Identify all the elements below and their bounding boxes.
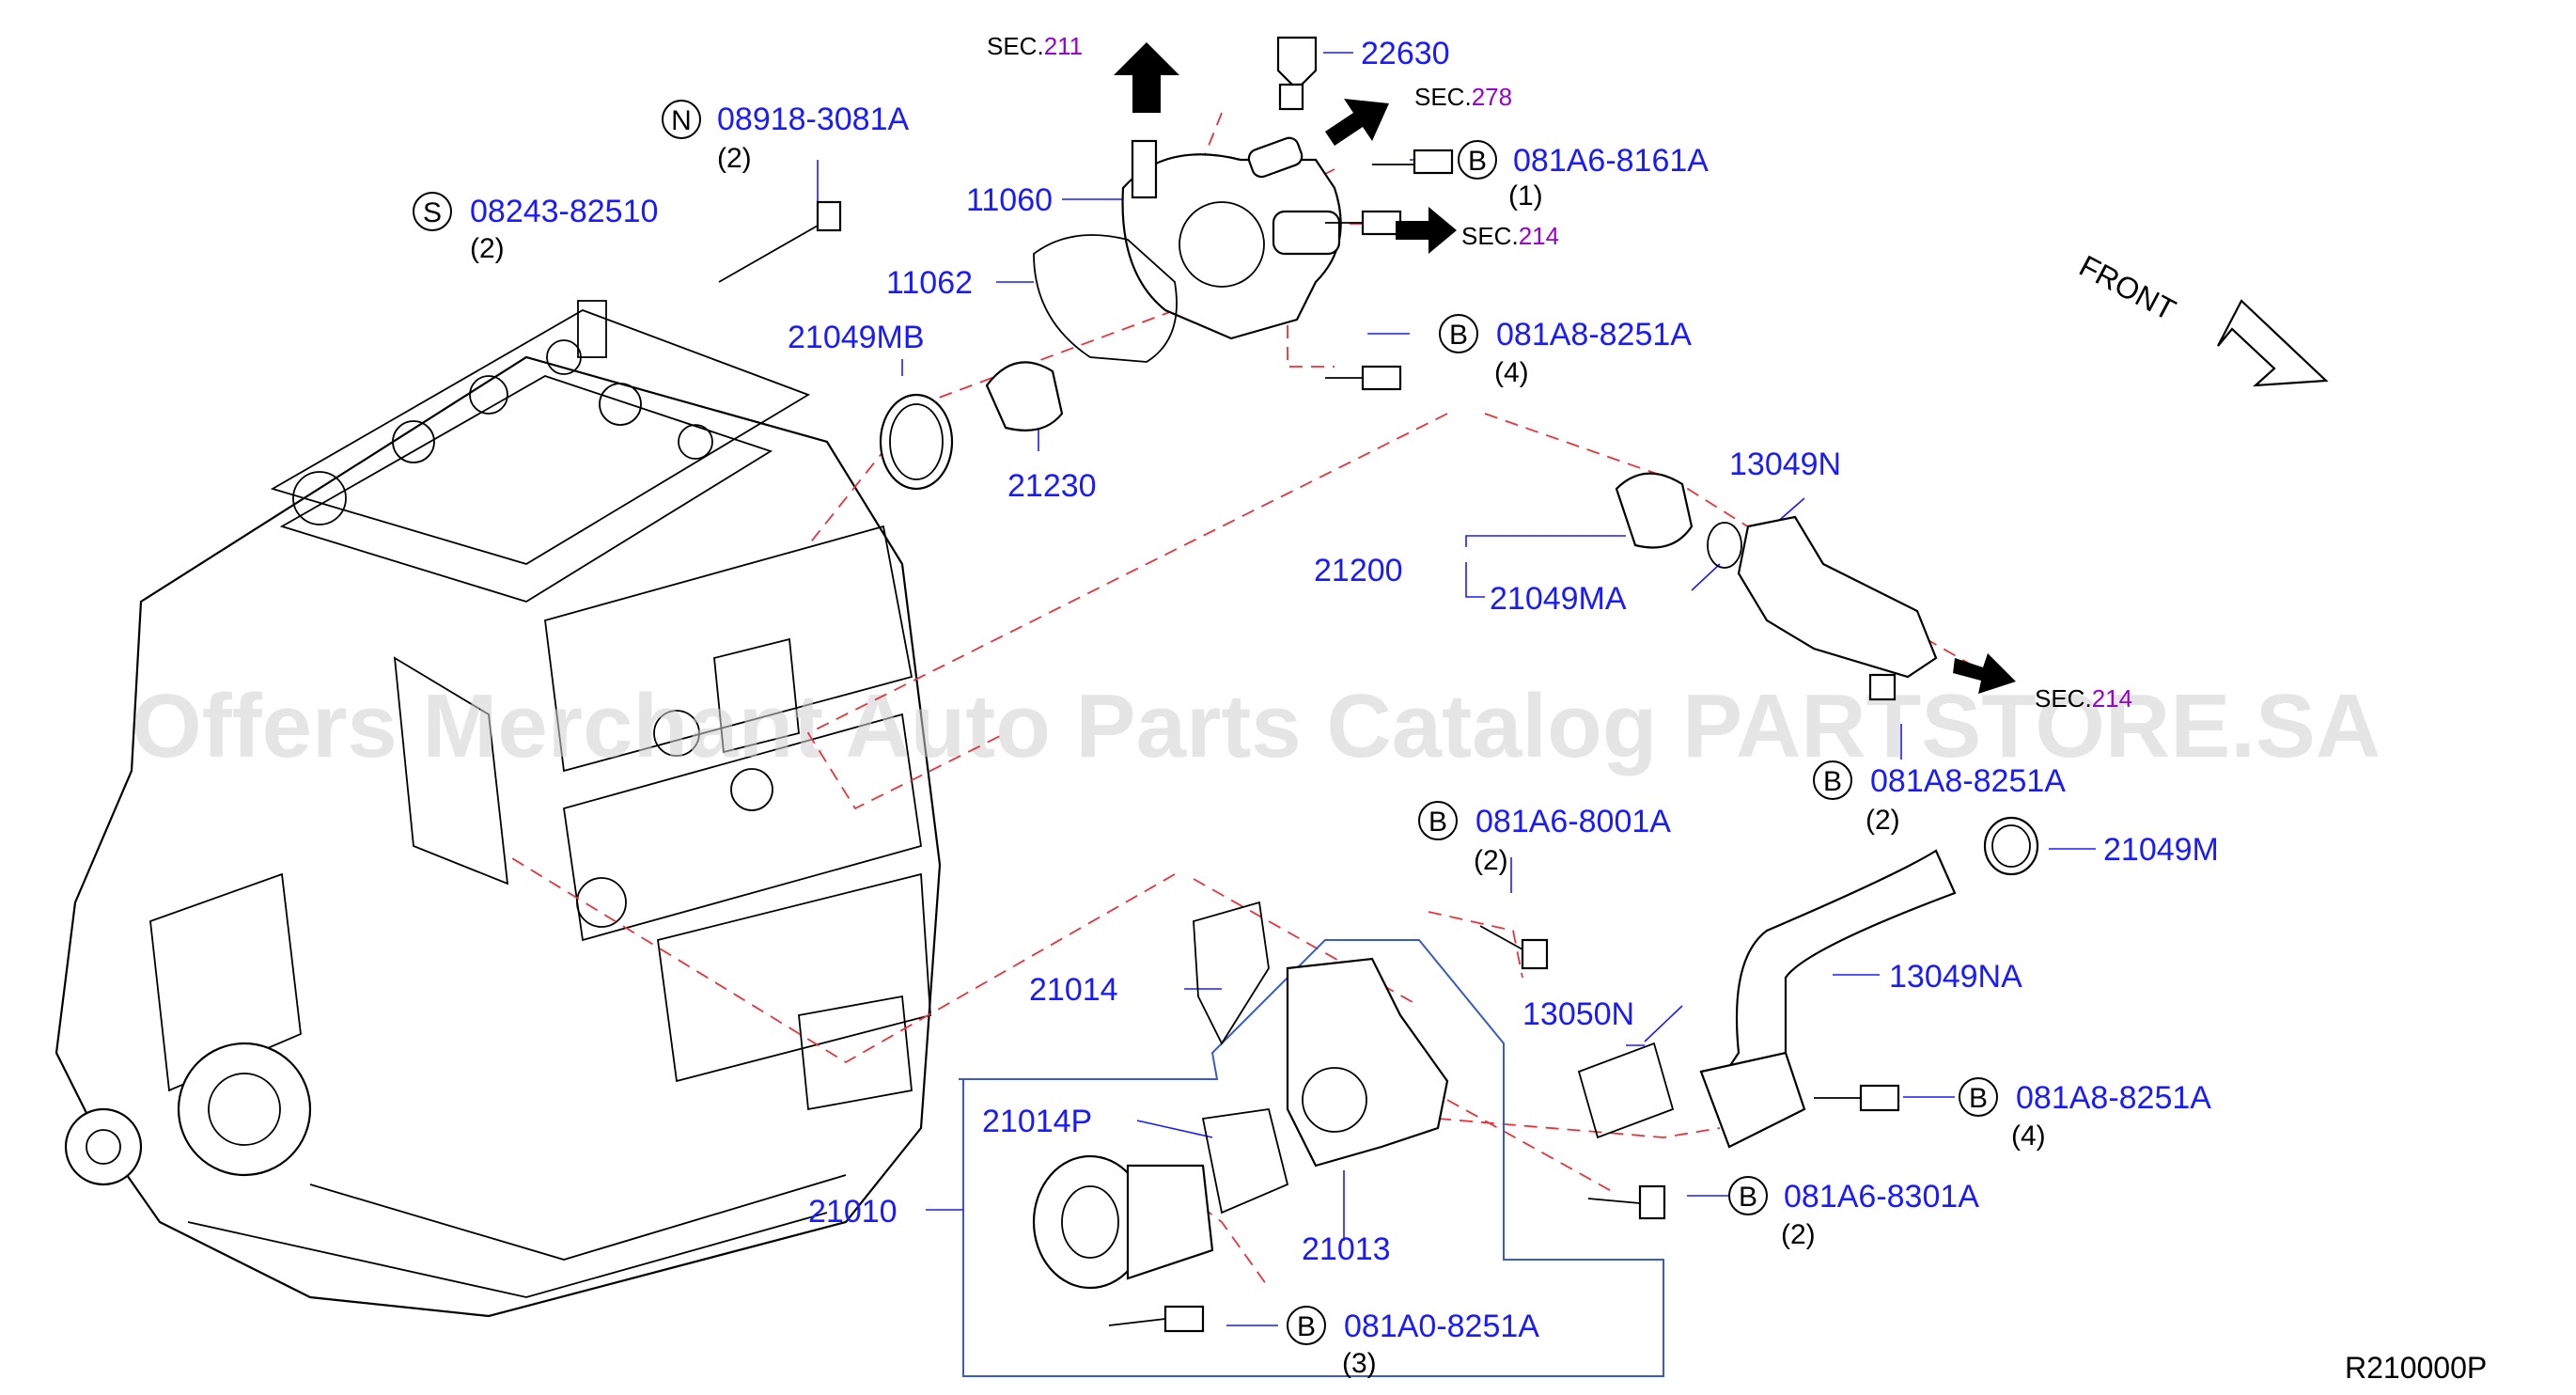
sec-214-label[interactable]: SEC.214 <box>1461 222 1559 250</box>
part-label-081A6-8001A[interactable]: 081A6-8001A <box>1475 804 1671 839</box>
qty-081A0-8251A: (3) <box>1342 1348 1377 1379</box>
arrow-downright-icon <box>1953 653 2016 694</box>
circle-b-icon <box>1418 801 1458 840</box>
section-arrows <box>1114 42 2016 694</box>
circle-b-icon <box>1813 760 1852 800</box>
leader-lines <box>817 52 2096 1377</box>
part-label-21014[interactable]: 21014 <box>1029 972 1118 1008</box>
circle-s-icon <box>413 192 452 231</box>
diagram-code: R210000P <box>2345 1351 2487 1385</box>
qty-08918-3081A: (2) <box>717 143 752 174</box>
engine-block-illustration <box>55 300 942 1318</box>
part-label-08918-3081A[interactable]: 08918-3081A <box>717 102 910 137</box>
qty-081A6-8001A: (2) <box>1474 845 1508 876</box>
circle-n-letter: N <box>671 105 692 136</box>
circle-b-letter: B <box>1969 1083 1988 1114</box>
part-label-081A6-8161A[interactable]: 081A6-8161A <box>1513 143 1709 179</box>
part-label-21014P[interactable]: 21014P <box>982 1104 1092 1139</box>
circle-b-letter: B <box>1429 807 1447 838</box>
part-label-11060[interactable]: 11060 <box>966 182 1053 218</box>
part-label-11062[interactable]: 11062 <box>886 265 973 301</box>
part-label-21049M[interactable]: 21049M <box>2103 832 2219 868</box>
part-label-13049N[interactable]: 13049N <box>1729 447 1841 482</box>
arrow-up-icon <box>1114 42 1179 113</box>
qty-081A8-8251A-mid: (2) <box>1866 805 1900 836</box>
circle-b-icon <box>1458 140 1497 180</box>
parts-illustrations <box>718 36 2039 1333</box>
circle-b-icon <box>1728 1176 1768 1215</box>
sec-214b-label[interactable]: SEC.214 <box>2035 684 2132 713</box>
circle-n-icon <box>662 100 701 139</box>
circle-b-letter: B <box>1297 1311 1316 1342</box>
part-label-081A8-8251A-top[interactable]: 081A8-8251A <box>1496 317 1692 353</box>
qty-081A8-8251A-low: (4) <box>2011 1121 2046 1152</box>
arrow-upright-icon <box>1325 99 1389 146</box>
part-label-13050N[interactable]: 13050N <box>1522 996 1634 1032</box>
sec-211-label[interactable]: SEC.211 <box>987 32 1083 60</box>
sec-278-label[interactable]: SEC.278 <box>1414 83 1512 111</box>
qty-08243-82510: (2) <box>470 233 505 264</box>
qty-081A6-8301A: (2) <box>1781 1219 1816 1250</box>
front-direction-indicator: FRONT <box>2074 248 2329 387</box>
part-label-081A6-8301A[interactable]: 081A6-8301A <box>1784 1179 1979 1215</box>
part-label-22630[interactable]: 22630 <box>1361 36 1450 71</box>
circle-b-icon <box>1439 314 1478 353</box>
part-label-21049MA[interactable]: 21049MA <box>1490 581 1627 617</box>
part-label-081A0-8251A[interactable]: 081A0-8251A <box>1344 1309 1539 1344</box>
part-label-21049MB[interactable]: 21049MB <box>788 320 925 355</box>
circle-b-letter: B <box>1468 146 1487 177</box>
arrow-right-icon <box>1396 207 1457 254</box>
part-label-081A8-8251A-low[interactable]: 081A8-8251A <box>2016 1080 2211 1116</box>
part-label-21230[interactable]: 21230 <box>1007 468 1097 504</box>
circle-b-letter: B <box>1449 320 1468 351</box>
watermark-text: Offers Merchant Auto Parts Catalog PARTS… <box>132 676 2381 776</box>
part-label-081A8-8251A-mid[interactable]: 081A8-8251A <box>1870 763 2066 799</box>
circle-b-icon <box>1959 1077 1998 1117</box>
front-label: FRONT <box>2074 248 2181 327</box>
qty-081A8-8251A-top: (4) <box>1494 357 1529 388</box>
circle-s-letter: S <box>423 197 442 228</box>
part-label-21010[interactable]: 21010 <box>808 1194 898 1230</box>
part-label-21013[interactable]: 21013 <box>1302 1231 1391 1267</box>
circle-b-icon <box>1287 1306 1326 1345</box>
circle-b-letter: B <box>1739 1182 1757 1213</box>
qty-081A6-8161A: (1) <box>1508 180 1543 212</box>
circle-b-letter: B <box>1823 766 1842 797</box>
part-label-13049NA[interactable]: 13049NA <box>1889 959 2022 995</box>
part-label-21200[interactable]: 21200 <box>1314 553 1403 588</box>
part-label-08243-82510[interactable]: 08243-82510 <box>470 194 658 229</box>
